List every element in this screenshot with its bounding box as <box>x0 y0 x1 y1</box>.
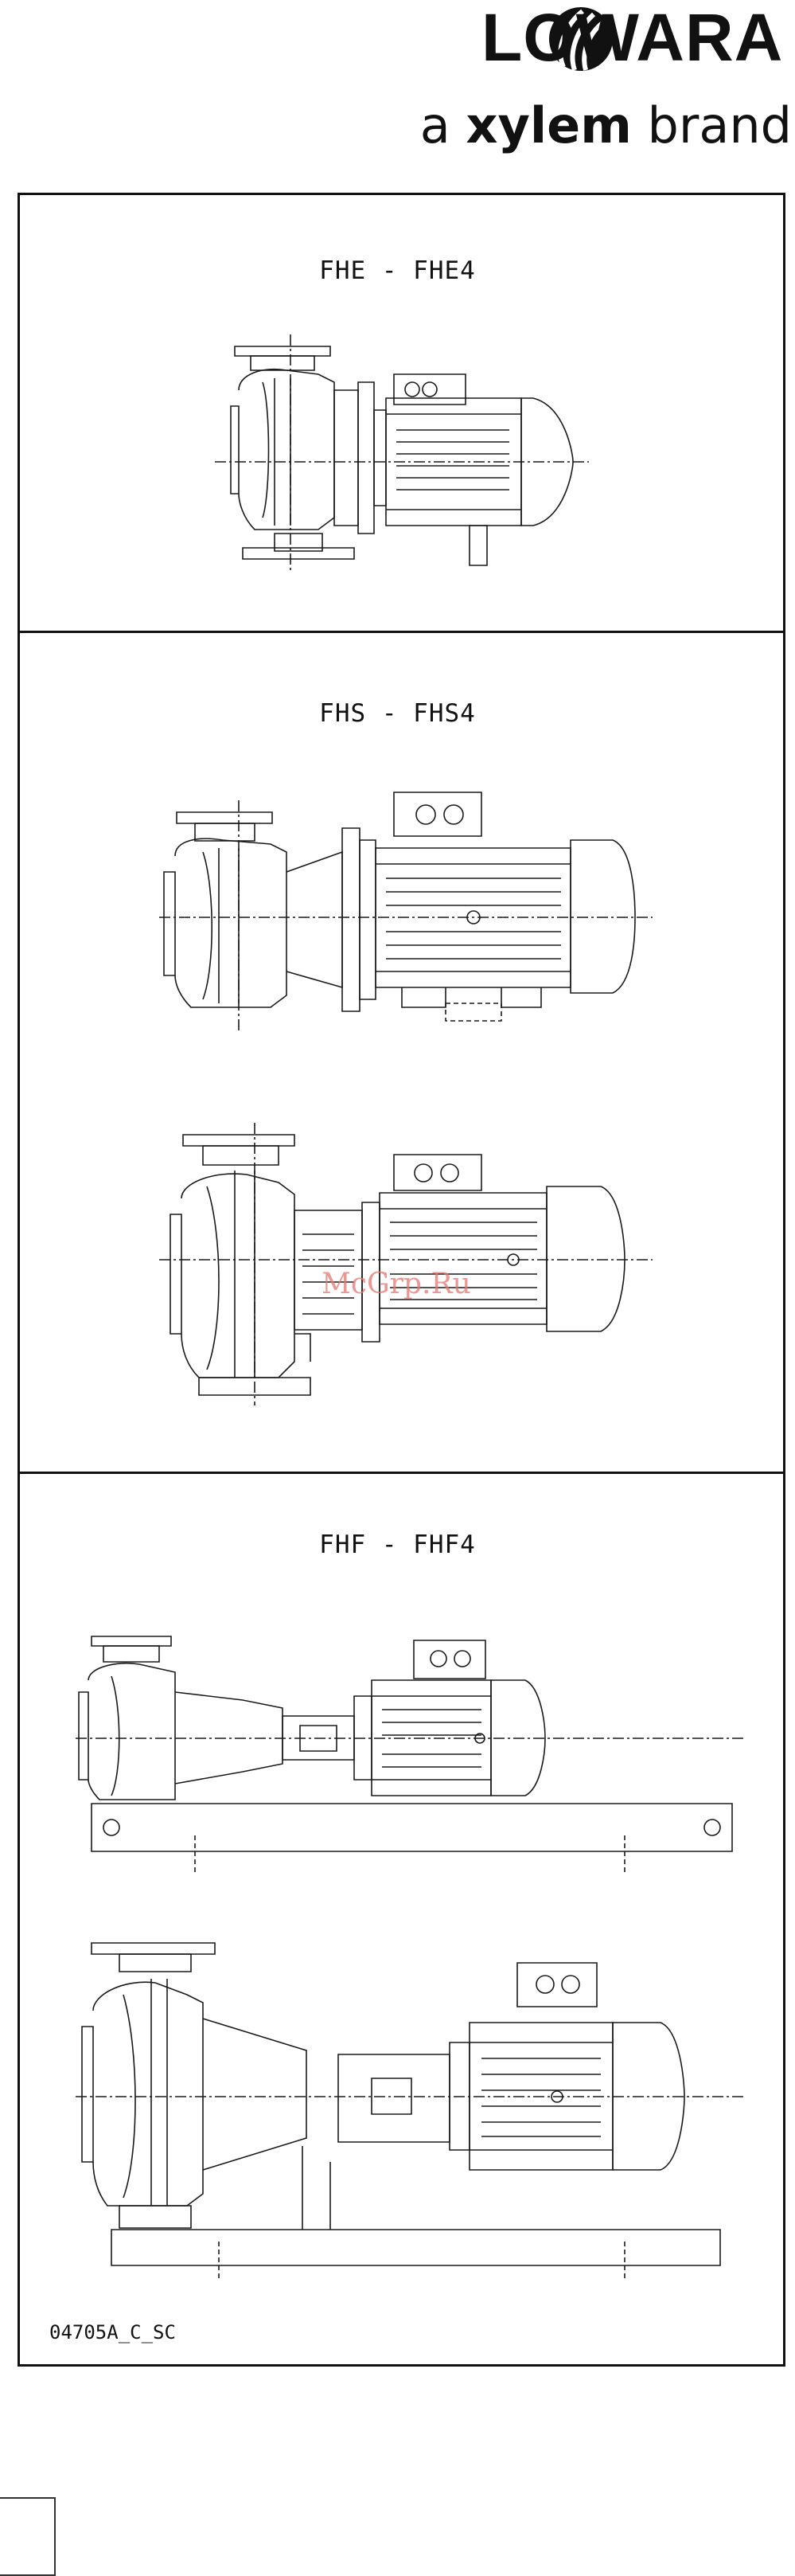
section-title-fhe: FHE - FHE4 <box>0 256 795 285</box>
fhs-pump-drawing-2 <box>159 1123 653 1409</box>
section-divider-1 <box>18 631 785 633</box>
section-divider-2 <box>18 1472 785 1474</box>
fhf-pump-drawing-1 <box>76 1605 744 1891</box>
fhs-pump-drawing-1 <box>159 784 653 1039</box>
tagline-prefix: a <box>420 96 466 154</box>
tagline-suffix: brand <box>632 96 792 154</box>
section-title-fhs: FHS - FHS4 <box>0 699 795 728</box>
tagline-bold: xylem <box>466 96 631 154</box>
drawing-code: 04705A_C_SC <box>49 2321 176 2343</box>
corner-page-marker <box>0 2497 56 2576</box>
fhf-pump-drawing-2 <box>76 1931 744 2281</box>
brand-tagline: a xylem brand <box>420 94 792 158</box>
watermark-text: McGrp.Ru <box>322 1268 471 1300</box>
fhe-pump-drawing <box>215 334 589 581</box>
brand-name: LOWARA <box>481 0 783 76</box>
section-title-fhf: FHF - FHF4 <box>0 1530 795 1559</box>
